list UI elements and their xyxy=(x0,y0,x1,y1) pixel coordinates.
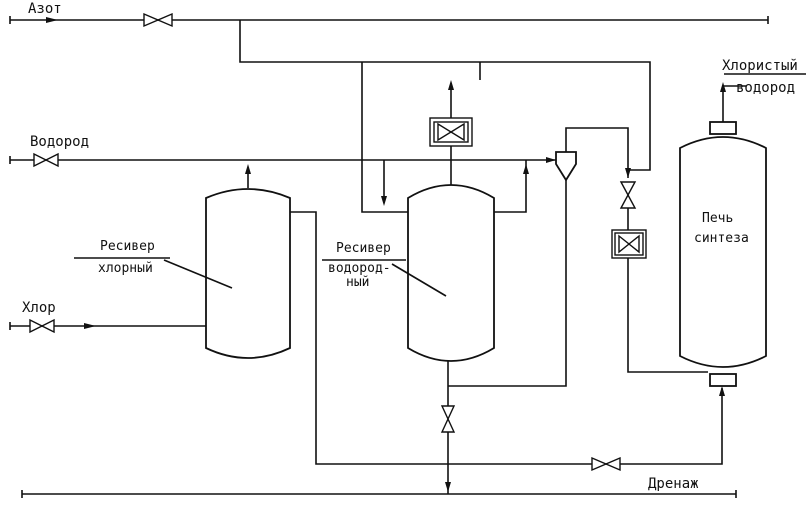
mixer[interactable] xyxy=(555,127,631,182)
nitrogen-valve[interactable] xyxy=(143,12,173,28)
drain-transfer-valve[interactable] xyxy=(591,456,621,472)
hydrogen-receiver-label-3: ный xyxy=(346,275,369,290)
drain-label: Дренаж xyxy=(648,476,699,492)
chlorine-receiver-label-2: хлорный xyxy=(98,261,153,276)
nitrogen-label: Азот xyxy=(28,1,62,17)
product-label-2: водород xyxy=(736,80,795,96)
hydrogen-receiver[interactable] xyxy=(407,80,567,494)
chlorine-receiver[interactable] xyxy=(205,164,725,465)
drain-line xyxy=(21,490,737,498)
hydrogen-receiver-label-2: водород- xyxy=(328,261,391,276)
hydrogen-line xyxy=(9,156,556,213)
hydrogen-receiver-bottom-valve[interactable] xyxy=(440,405,456,433)
chlorine-receiver-pointer xyxy=(163,259,233,289)
flame-arrester[interactable] xyxy=(611,208,708,373)
hydrogen-receiver-pointer xyxy=(391,263,447,297)
product-label-1: Хлористый xyxy=(722,58,798,74)
furnace-label-1: Печь xyxy=(702,211,733,226)
chlorine-label: Хлор xyxy=(22,300,56,316)
hydrogen-label: Водород xyxy=(30,134,89,150)
nitrogen-line xyxy=(9,16,769,213)
chlorine-receiver-label-1: Ресивер xyxy=(100,239,155,254)
synthesis-furnace[interactable] xyxy=(679,82,767,387)
furnace-label-2: синтеза xyxy=(694,231,749,246)
hydrogen-valve[interactable] xyxy=(33,152,59,168)
hydrogen-receiver-label-1: Ресивер xyxy=(336,241,391,256)
hydrogen-receiver-top-filter[interactable] xyxy=(429,117,473,147)
furnace-inlet-valve[interactable] xyxy=(619,181,637,209)
chlorine-valve[interactable] xyxy=(29,318,55,334)
